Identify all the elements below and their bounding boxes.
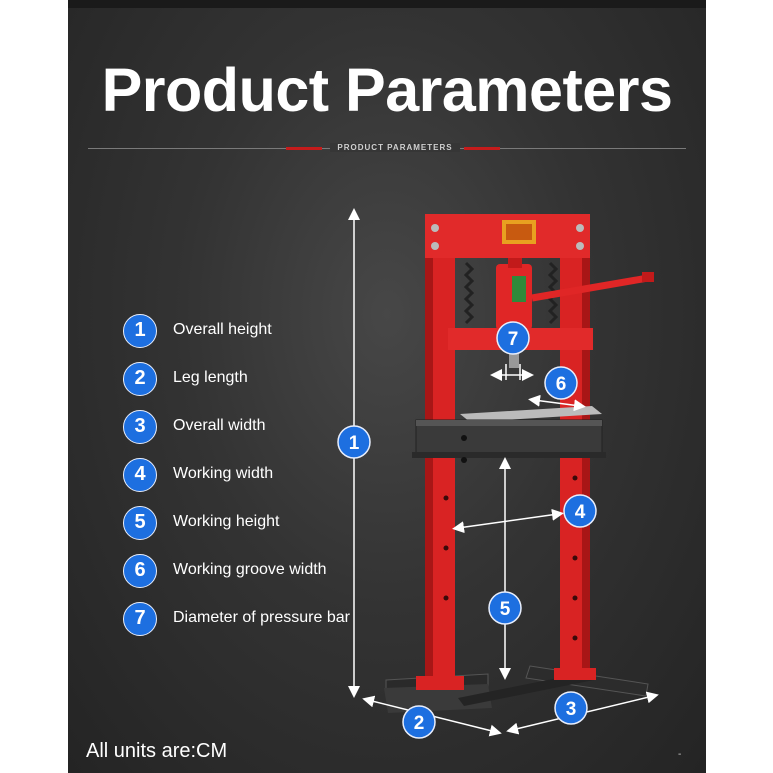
number-badge: 6 <box>123 554 157 588</box>
badge-3: 3 <box>554 691 588 725</box>
number-badge: 5 <box>123 506 157 540</box>
legend-item: 1 Overall height <box>123 314 423 350</box>
badge-5: 5 <box>488 591 522 625</box>
top-border <box>68 0 706 8</box>
badge-7: 7 <box>496 321 530 355</box>
svg-text:5: 5 <box>500 599 511 620</box>
legend-item: 2 Leg length <box>123 362 423 398</box>
page-title: Product Parameters <box>101 56 673 124</box>
product-parameters-panel: Product Parameters PRODUCT PARAMETERS <box>68 8 706 773</box>
badge-6: 6 <box>544 366 578 400</box>
svg-text:2: 2 <box>414 713 425 734</box>
hydraulic-press-illustration: 1 2 3 4 5 6 7 <box>337 208 659 739</box>
subtitle: PRODUCT PARAMETERS <box>330 143 460 152</box>
legend-label: Working groove width <box>173 561 327 578</box>
legend-item: 6 Working groove width <box>123 554 423 590</box>
subtitle-accent-left <box>286 147 322 150</box>
corner-mark: - <box>678 749 682 760</box>
number-badge: 1 <box>123 314 157 348</box>
bottle-jack <box>496 258 654 330</box>
legend-label: Working height <box>173 513 280 530</box>
number-badge: 7 <box>123 602 157 636</box>
badge-2: 2 <box>402 705 436 739</box>
legend-item: 3 Overall width <box>123 410 423 446</box>
number-badge: 2 <box>123 362 157 396</box>
press-top-crossbar <box>425 214 590 258</box>
legend-label: Overall height <box>173 321 272 338</box>
legend-label: Diameter of pressure bar <box>173 609 350 626</box>
legend-label: Leg length <box>173 369 248 386</box>
svg-text:3: 3 <box>566 699 577 720</box>
svg-text:4: 4 <box>575 502 586 523</box>
number-badge: 4 <box>123 458 157 492</box>
svg-text:7: 7 <box>508 329 519 350</box>
legend-label: Working width <box>173 465 274 482</box>
legend-item: 4 Working width <box>123 458 423 494</box>
svg-text:1: 1 <box>349 433 360 454</box>
number-badge: 3 <box>123 410 157 444</box>
subtitle-accent-right <box>464 147 500 150</box>
legend-label: Overall width <box>173 417 266 434</box>
svg-text:6: 6 <box>556 374 567 395</box>
badge-1: 1 <box>337 425 371 459</box>
badge-4: 4 <box>563 494 597 528</box>
dimension-badges: 1 2 3 4 5 6 7 <box>337 321 597 739</box>
units-note: All units are:CM <box>86 740 228 762</box>
legend-item: 5 Working height <box>123 506 423 542</box>
legend-item: 7 Diameter of pressure bar <box>123 602 423 638</box>
